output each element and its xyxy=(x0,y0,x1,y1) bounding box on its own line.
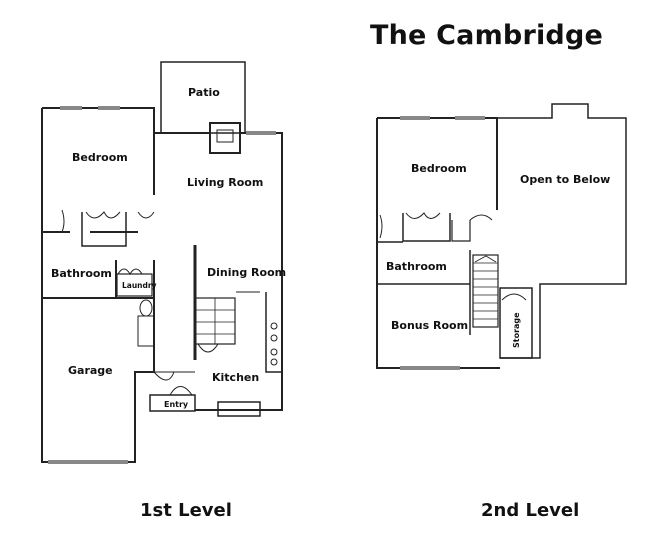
bedroom-walls xyxy=(41,107,155,298)
first-level-plan xyxy=(41,61,283,464)
room-label-kitchen: Kitchen xyxy=(212,371,259,384)
entry-box xyxy=(149,394,196,412)
bathroom-walls xyxy=(42,260,154,299)
first-level-caption: 1st Level xyxy=(140,500,232,521)
second-level-labels: Bedroom Open to Below Bathroom Bonus Roo… xyxy=(386,162,610,348)
laundry-box xyxy=(116,273,153,297)
storage-closet xyxy=(499,287,533,359)
room-label-bathroom: Bathroom xyxy=(51,267,112,280)
second-level-caption: 2nd Level xyxy=(481,500,580,521)
room-label-living-room: Living Room xyxy=(187,176,263,189)
room-label-storage: Storage xyxy=(512,312,521,348)
room-label-open-to-below: Open to Below xyxy=(520,173,610,186)
room-label-bedroom: Bedroom xyxy=(72,151,128,164)
open-to-below-outline xyxy=(497,103,627,359)
room-label-laundry: Laundry xyxy=(122,281,157,290)
room-label-dining-room: Dining Room xyxy=(207,266,286,279)
second-level-plan xyxy=(376,103,627,370)
room-label-patio: Patio xyxy=(188,86,220,99)
garage-walls xyxy=(41,298,155,463)
stairs xyxy=(472,254,499,328)
first-level-labels: Patio Bedroom Living Room Bathroom Laund… xyxy=(51,86,286,409)
room-label-second-bedroom: Bedroom xyxy=(411,162,467,175)
plan-title: The Cambridge xyxy=(370,20,603,51)
room-label-entry: Entry xyxy=(164,400,189,409)
room-label-second-bathroom: Bathroom xyxy=(386,260,447,273)
room-label-bonus-room: Bonus Room xyxy=(391,319,468,332)
living-walls xyxy=(153,132,283,411)
room-label-garage: Garage xyxy=(68,364,113,377)
fireplace xyxy=(209,122,241,154)
